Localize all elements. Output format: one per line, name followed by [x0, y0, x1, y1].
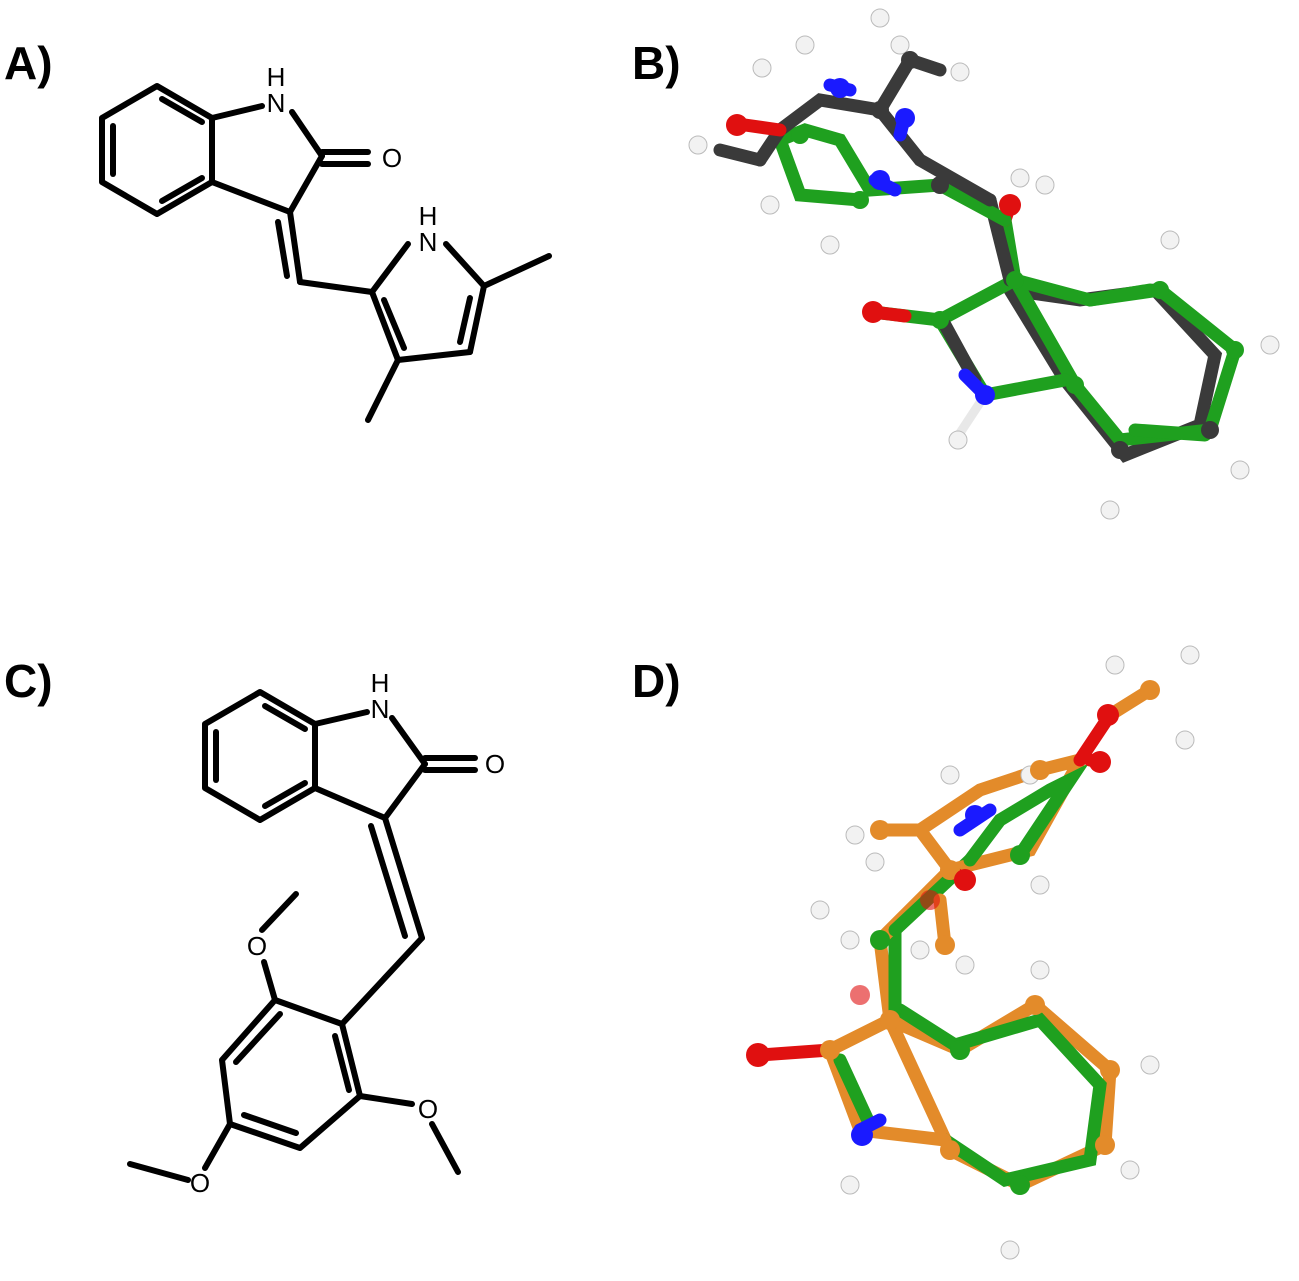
molecule-3d-overlay-d [746, 645, 1200, 1260]
atom-n-label: N [371, 694, 390, 724]
atom-o-label: O [485, 749, 505, 779]
structure-c-atom-labels: H N O O O O [190, 668, 505, 1198]
structure-c-diagram: H N O O O O [127, 668, 505, 1198]
panel-label-b: B) [632, 37, 681, 89]
structure-a-bonds [99, 83, 552, 423]
atom-h-label: H [371, 668, 390, 698]
structure-c-bonds [127, 689, 478, 1183]
atom-n-label: N [419, 227, 438, 257]
panel-label-a: A) [4, 37, 53, 89]
atom-n-label: N [267, 88, 286, 118]
overlay-b-atoms [688, 8, 1280, 520]
panel-label-d: D) [632, 655, 681, 707]
overlay-d-sticks [753, 683, 1157, 1193]
structure-a-diagram: H N O H N [99, 62, 552, 423]
overlay-d-atoms [746, 645, 1200, 1260]
atom-h-label: H [419, 201, 438, 231]
panel-label-c: C) [4, 655, 53, 707]
atom-o-label: O [382, 143, 402, 173]
atom-o-label: O [418, 1094, 438, 1124]
atom-o-label: O [247, 931, 267, 961]
overlay-b-sticks [713, 53, 1243, 463]
atom-o-label: O [190, 1168, 210, 1198]
molecule-3d-overlay-b [688, 8, 1280, 520]
atom-h-label: H [267, 62, 286, 92]
structure-a-atom-labels: H N O H N [267, 62, 438, 257]
